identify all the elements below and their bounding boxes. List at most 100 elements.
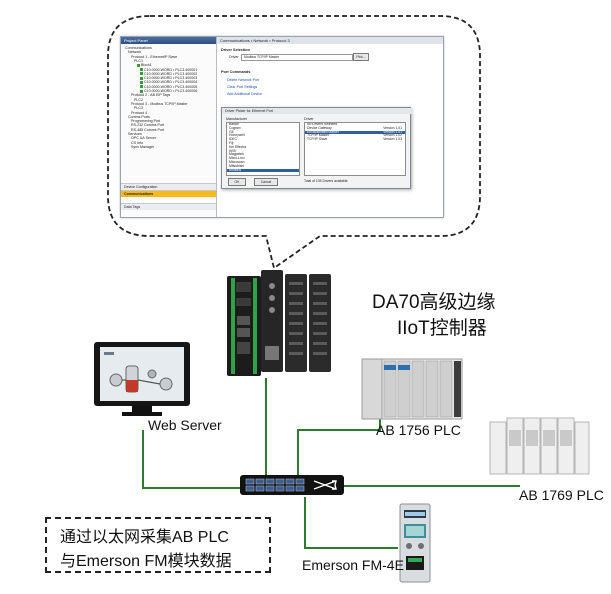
- manufacturer-item[interactable]: Cognex: [229, 125, 241, 130]
- tree-item-label: PLC2: [134, 97, 143, 102]
- delete-port-link[interactable]: Delete Network Port: [227, 78, 260, 82]
- tree-item[interactable]: C10.0000.WORD • PLC3.400003: [140, 76, 197, 80]
- ab1756-plc-label: AB 1756 PLC: [376, 422, 461, 438]
- tag-icon: [140, 85, 143, 89]
- tree-item[interactable]: CS Info: [131, 141, 143, 145]
- tree-item-label: CS Info: [131, 140, 143, 145]
- web-server-label: Web Server: [148, 417, 222, 433]
- driver-name: Device Gateway: [307, 125, 332, 130]
- ok-button[interactable]: OK: [228, 178, 246, 186]
- manufacturer-header: Manufacturer: [226, 117, 248, 121]
- link-ab1756: [297, 418, 381, 475]
- tree-item[interactable]: RS-232 Comms Port: [131, 123, 164, 127]
- da70-controller-image: [227, 270, 331, 376]
- tree-item-label: C10.0000.WORD • PLC3.400004: [144, 80, 198, 85]
- controller-title-line2: IIoT控制器: [397, 318, 487, 339]
- driver-version: Version 1.03: [383, 137, 402, 142]
- driver-name: TCP/IP Master: [307, 133, 330, 138]
- driver-label: Driver: [229, 55, 239, 59]
- manufacturer-item[interactable]: Modbus: [227, 168, 299, 173]
- pick-button[interactable]: Pick...: [353, 53, 369, 61]
- tree-item[interactable]: C10.0000.WORD • PLC3.400002: [140, 72, 197, 76]
- note-box: [45, 517, 271, 573]
- tree-item[interactable]: C10.0000.WORD • PLC3.400005: [140, 85, 197, 89]
- tree-item[interactable]: Protocol 3 - Modbus TCP/IP Master: [131, 102, 188, 106]
- add-device-link[interactable]: Add Additional Device: [227, 92, 262, 96]
- manufacturer-item[interactable]: Mitsubishi: [229, 163, 245, 168]
- tree-header: Project Panel: [121, 37, 216, 44]
- manufacturer-item[interactable]: Microscan: [229, 159, 245, 164]
- driver-name: No Drivers Selected: [307, 122, 338, 126]
- manufacturer-item[interactable]: Honeywell: [229, 133, 245, 138]
- manufacturer-item[interactable]: GE: [229, 129, 234, 134]
- tree-item-label: Protocol 2 - AB EIP Tags: [131, 93, 171, 98]
- tree-item[interactable]: Network: [128, 50, 141, 54]
- tree-item-label: RS-485 Comms Port: [131, 127, 165, 132]
- tag-icon: [140, 72, 143, 76]
- tree-item-label: PLC3: [134, 106, 143, 111]
- driver-item[interactable]: Encapsulated Master Version 1.01: [305, 129, 405, 135]
- speech-bubble: [107, 15, 481, 270]
- tree-item-label: Comms Ports: [128, 114, 150, 119]
- driver-item[interactable]: TCP/IP Slave Version 1.03: [305, 137, 405, 142]
- driver-section-title: Driver Selection: [221, 48, 250, 52]
- tree-item-label: Programming Port: [131, 119, 161, 124]
- driver-item[interactable]: No Drivers Selected: [305, 123, 405, 127]
- manufacturer-item[interactable]: KEB: [229, 148, 236, 153]
- nav-data-tags[interactable]: Data Tags: [121, 203, 216, 210]
- config-pane: Communications • Network • Protocol 3 Dr…: [217, 37, 443, 217]
- tree-item[interactable]: C10.0000.WORD • PLC3.400004: [140, 80, 197, 84]
- note-line2: 与Emerson FM模块数据: [60, 553, 232, 570]
- dialog-title: Driver Picker for Ethernet Port: [222, 108, 413, 114]
- tree-item-label: Protocol 4: [131, 110, 148, 115]
- tag-icon: [140, 76, 143, 80]
- driver-version: Version 1.01: [383, 129, 402, 134]
- tree-item[interactable]: RS-485 Comms Port: [131, 128, 164, 132]
- clear-port-link[interactable]: Clear Port Settings: [227, 85, 258, 89]
- driver-field[interactable]: Modbus TCP/IP Master: [241, 54, 353, 61]
- tree-item[interactable]: Protocol 1 - EthernetIP Slave: [131, 55, 177, 59]
- ab1769-plc-image: [489, 417, 590, 475]
- manufacturer-item[interactable]: Micro-Linx: [229, 156, 245, 161]
- tree-item-label: Services: [128, 132, 142, 136]
- manufacturer-item[interactable]: Kei Effector: [229, 144, 247, 149]
- tree-item-label: PLC1: [134, 58, 143, 63]
- cancel-button[interactable]: Cancel: [254, 178, 278, 186]
- manufacturer-item[interactable]: Magpetek: [229, 152, 244, 157]
- tree-item[interactable]: C10.0000.WORD • PLC3.400006: [140, 89, 197, 93]
- tree-item[interactable]: Services: [128, 132, 142, 136]
- tree-item[interactable]: PLC3: [134, 106, 143, 110]
- tree-item[interactable]: PLC2: [134, 98, 143, 102]
- manufacturer-item[interactable]: Baldor: [229, 122, 239, 126]
- tag-icon: [140, 89, 143, 93]
- tree-item-label: C10.0000.WORD • PLC3.400003: [144, 76, 198, 81]
- tree-item[interactable]: Comms Ports: [128, 115, 150, 119]
- ab1769-plc-label: AB 1769 PLC: [519, 487, 604, 503]
- manufacturer-item[interactable]: Fiji: [229, 140, 234, 145]
- nav-communications[interactable]: Communications: [121, 190, 216, 197]
- note-line1: 通过以太网采集AB PLC: [60, 529, 229, 546]
- tree-item[interactable]: Protocol 2 - AB EIP Tags: [131, 93, 170, 97]
- tag-icon: [140, 68, 143, 72]
- tree-item[interactable]: Block1: [137, 63, 152, 67]
- tree-item[interactable]: Communications: [125, 46, 152, 50]
- tree-item[interactable]: OPC UA Server: [131, 136, 156, 140]
- driver-picker-dialog: Driver Picker for Ethernet Port Manufact…: [221, 107, 413, 189]
- driver-name: Encapsulated Master: [307, 129, 339, 134]
- tree-item[interactable]: Protocol 4: [131, 111, 147, 115]
- nav-device-configuration[interactable]: Device Configuration: [121, 183, 216, 190]
- tree-item[interactable]: C10.0000.WORD • PLC3.400001: [140, 68, 197, 72]
- driver-name: TCP/IP Slave: [307, 137, 328, 142]
- manufacturer-item[interactable]: IDEC: [229, 137, 238, 142]
- tree-item[interactable]: Sync Manager: [131, 145, 154, 149]
- tag-icon: [140, 80, 143, 84]
- tree-item[interactable]: PLC1: [134, 59, 143, 63]
- tree-item[interactable]: Programming Port: [131, 119, 160, 123]
